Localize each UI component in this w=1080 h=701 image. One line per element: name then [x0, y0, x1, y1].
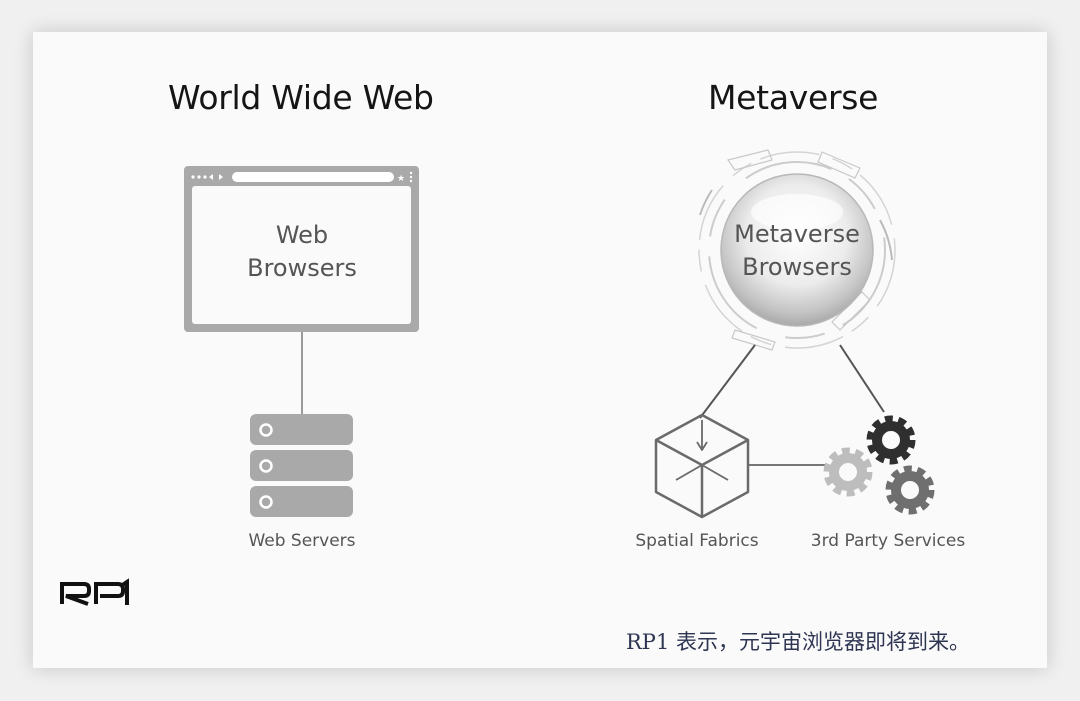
browser-window-icon: ★ — [184, 166, 419, 332]
orb-fabrics-connector — [699, 344, 756, 419]
metaverse-browsers-label-1: Metaverse — [734, 220, 860, 248]
spatial-fabrics-label: Spatial Fabrics — [635, 531, 758, 551]
web-browsers-label-1: Web — [276, 221, 328, 249]
svg-text:★: ★ — [397, 174, 405, 184]
web-servers-label: Web Servers — [248, 531, 355, 551]
metaverse-browsers-label-2: Browsers — [742, 253, 852, 281]
web-browsers-label-2: Browsers — [247, 254, 357, 282]
gears-icon — [823, 415, 935, 515]
slide-card — [33, 32, 1047, 668]
metaverse-title: Metaverse — [708, 78, 879, 117]
caption: RP1 表示，元宇宙浏览器即将到来。 — [626, 630, 970, 654]
rp1-logo — [60, 578, 129, 606]
third-party-services-label: 3rd Party Services — [811, 531, 966, 551]
www-title: World Wide Web — [168, 78, 434, 117]
server-stack-icon — [250, 414, 353, 517]
cube-icon — [654, 413, 750, 519]
metaverse-orb-icon — [698, 149, 896, 351]
orb-services-connector — [839, 344, 885, 413]
